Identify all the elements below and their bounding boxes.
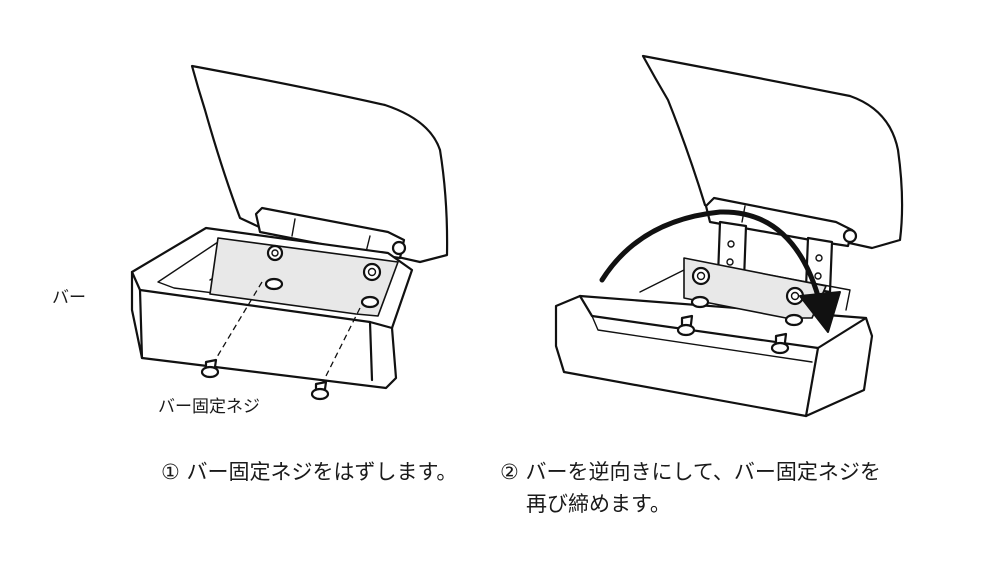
step2-screw-2 — [770, 332, 790, 355]
step2-caption-line2: 再び締めます。 — [526, 492, 671, 516]
step1-screw-2 — [310, 380, 330, 401]
step2-bracket-screw-1 — [691, 266, 711, 286]
step1-screw-1 — [200, 358, 220, 379]
step1-guide-line-2 — [321, 307, 361, 385]
bar-label: バー — [52, 288, 86, 308]
step2-rotation-arrowhead — [799, 291, 841, 333]
step1-illustration — [130, 64, 449, 401]
step2-illustration — [554, 54, 904, 418]
step1-guide-line-1 — [213, 281, 263, 363]
bar-screw-label: バー固定ネジ — [158, 397, 260, 417]
step2-rotation-arrow — [599, 209, 821, 299]
step1-bracket-screw-1 — [266, 244, 284, 262]
step1-bracket-screw-2 — [362, 262, 382, 282]
step2-screw-1 — [676, 314, 696, 337]
step2-caption-line1: ② バーを逆向きにして、バー固定ネジを — [500, 460, 881, 484]
step1-caption-text: ① バー固定ネジをはずします。 — [161, 460, 458, 484]
step2-caption: ② バーを逆向きにして、バー固定ネジを 再び締めます。 — [500, 456, 881, 520]
step2-flap — [641, 54, 904, 250]
step1-caption: ① バー固定ネジをはずします。 — [161, 456, 457, 488]
step1-bracket — [209, 237, 399, 317]
